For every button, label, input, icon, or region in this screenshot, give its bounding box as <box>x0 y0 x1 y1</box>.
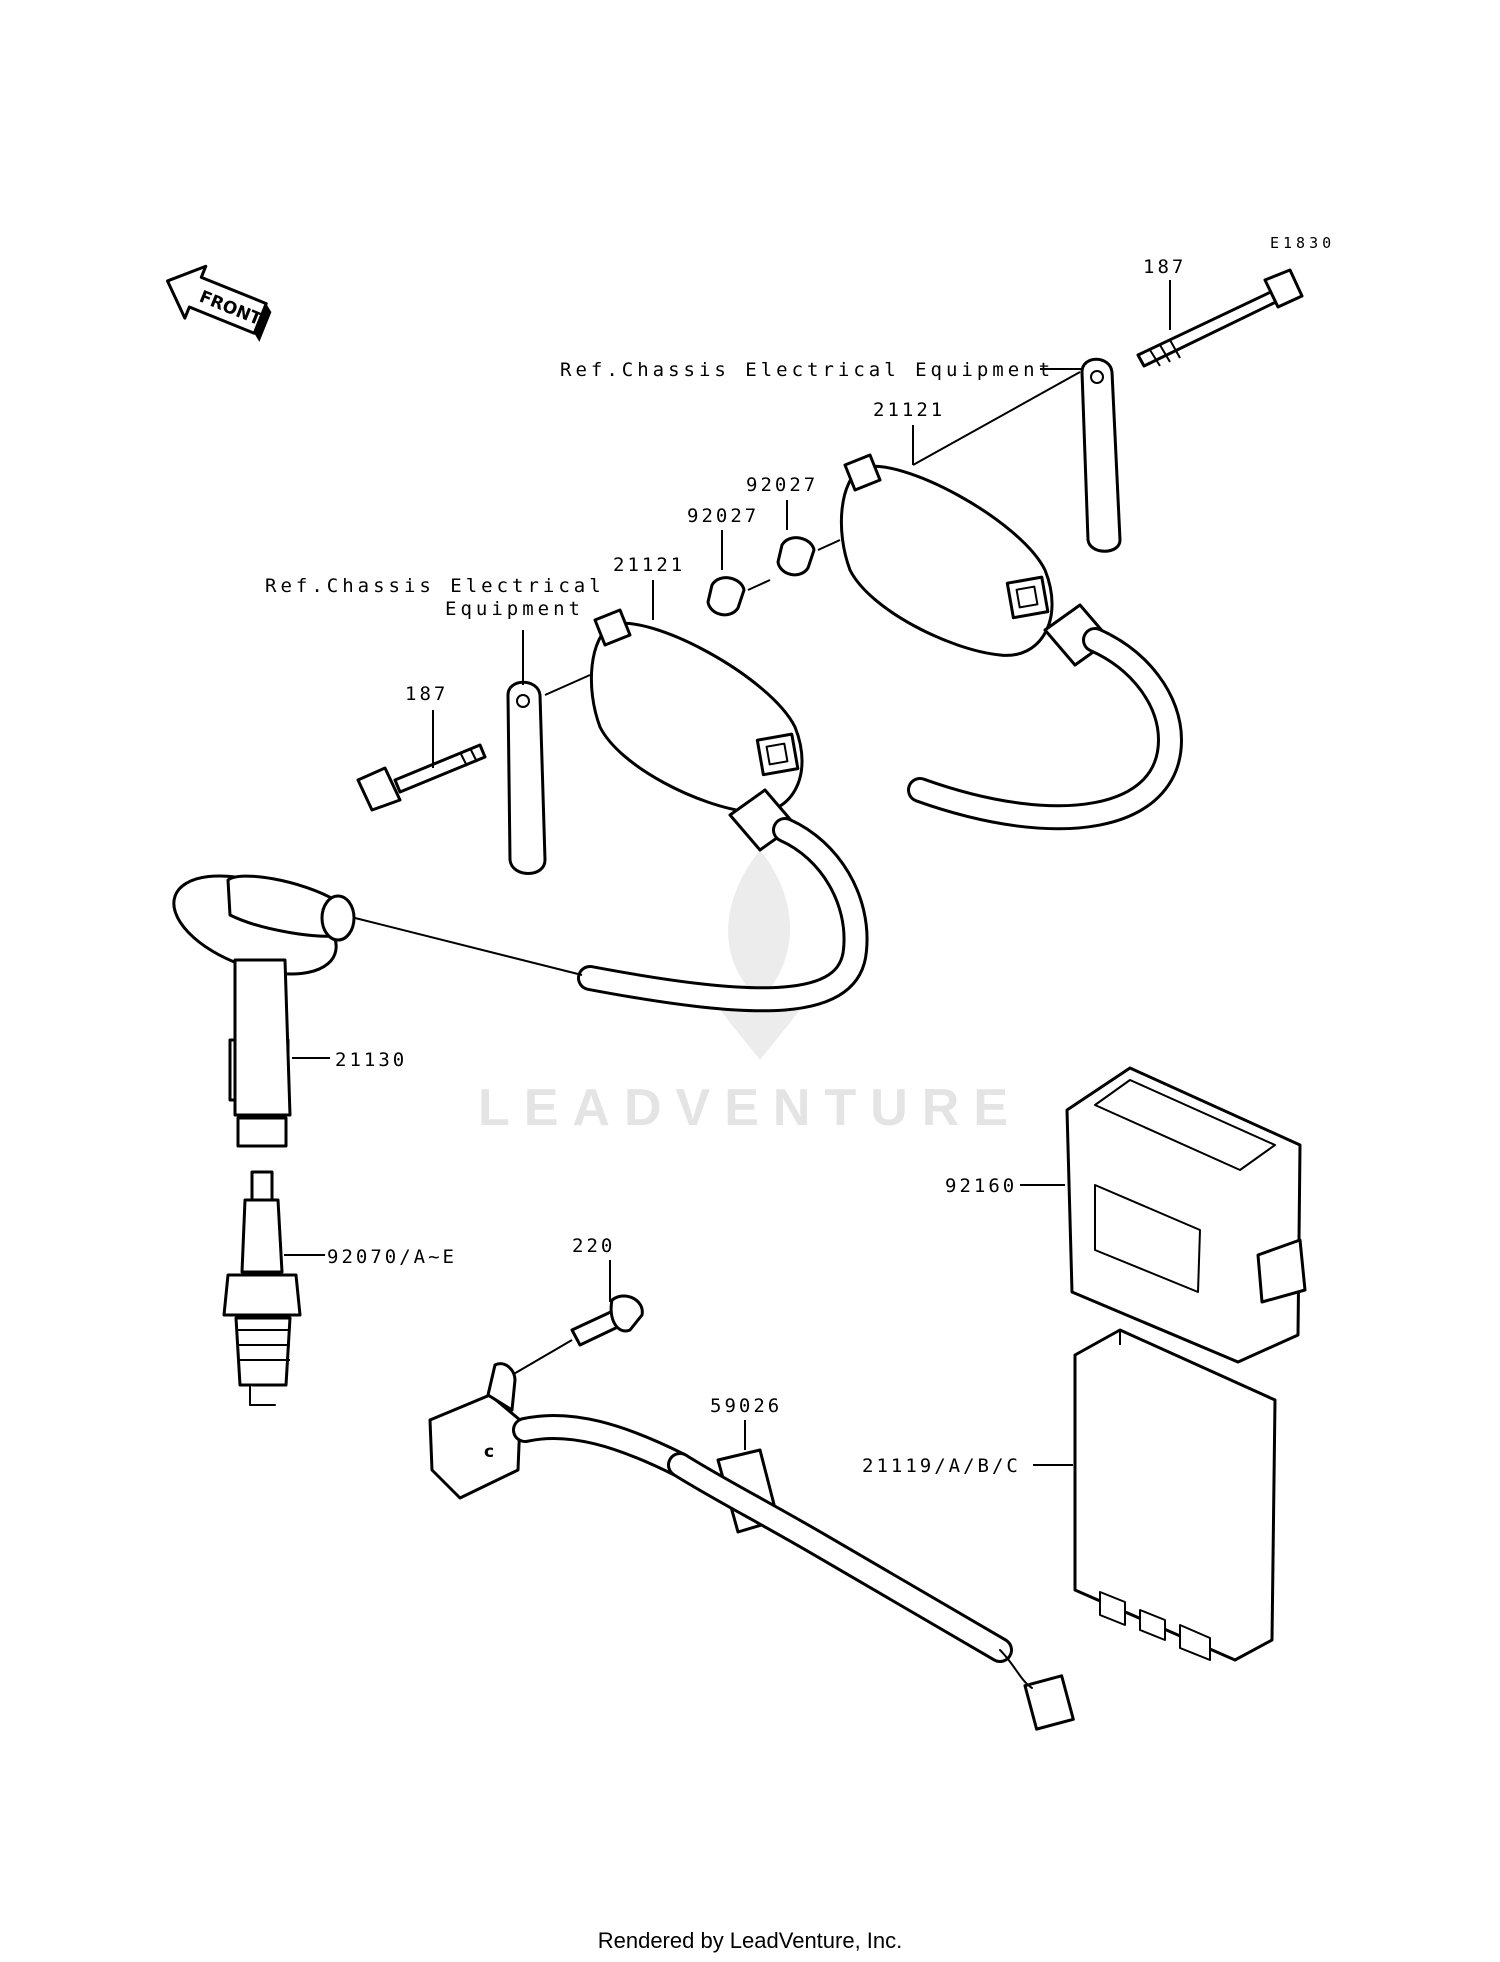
ignition-coil-lower <box>589 608 804 852</box>
callout-cdi-unit: 21119/A/B/C <box>862 1455 1021 1477</box>
callout-screw: 220 <box>572 1235 615 1257</box>
diagram-code: E1830 <box>1270 234 1335 252</box>
callout-bolt-lower: 187 <box>405 683 448 705</box>
ignition-coil-upper <box>839 453 1112 667</box>
sensor-letter: c <box>484 1442 494 1462</box>
callout-spacer-upper: 92027 <box>746 474 818 496</box>
callout-cdi-cover: 92160 <box>945 1175 1017 1197</box>
pickup-sensor: c <box>428 1362 522 1500</box>
spacer-lower <box>706 576 746 617</box>
footer-credit: Rendered by LeadVenture, Inc. <box>598 1928 903 1953</box>
bolt-lower <box>356 743 487 812</box>
spark-plug <box>222 1170 302 1406</box>
reference-upper: Ref.Chassis Electrical Equipment <box>560 359 1054 381</box>
watermark-text: LEADVENTURE <box>478 1079 1022 1137</box>
callout-coil-lower: 21121 <box>613 554 685 576</box>
watermark-flame-icon <box>720 850 800 1060</box>
bracket-upper <box>1080 357 1122 553</box>
callout-coil-upper: 21121 <box>873 399 945 421</box>
reference-lower-line2: Equipment <box>445 598 584 620</box>
callout-sensor-clamp: 59026 <box>710 1395 782 1417</box>
harness-connector <box>999 1649 1075 1731</box>
cdi-cover <box>1065 1066 1307 1364</box>
callout-spacer-lower: 92027 <box>687 505 759 527</box>
cdi-unit <box>1073 1328 1277 1662</box>
watermark: LEADVENTURE <box>478 850 1022 1137</box>
front-arrow-icon: FRONT <box>166 264 272 342</box>
bracket-lower <box>506 680 547 875</box>
callout-spark-plug: 92070/A~E <box>327 1246 457 1268</box>
screw <box>570 1294 644 1347</box>
spacer-upper <box>776 536 816 577</box>
reference-lower-line1: Ref.Chassis Electrical <box>265 575 605 597</box>
callout-plug-cap: 21130 <box>335 1049 407 1071</box>
callout-bolt-upper: 187 <box>1143 256 1186 278</box>
bolt-upper <box>1136 268 1304 368</box>
spark-plug-cap <box>172 874 356 1148</box>
